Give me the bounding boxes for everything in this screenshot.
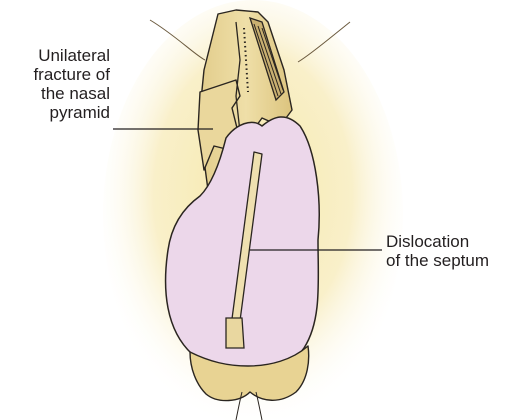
fracture-label: Unilateral fracture of the nasal pyramid bbox=[0, 46, 110, 122]
fracture-label-line-1: Unilateral bbox=[0, 46, 110, 65]
fracture-label-line-3: the nasal bbox=[0, 84, 110, 103]
fracture-label-line-2: fracture of bbox=[0, 65, 110, 84]
septum-label-line-1: Dislocation bbox=[386, 232, 518, 251]
fracture-label-line-4: pyramid bbox=[0, 103, 110, 122]
septum-base-block bbox=[226, 318, 244, 348]
septum-label-line-2: of the septum bbox=[386, 251, 518, 270]
septum-label: Dislocation of the septum bbox=[386, 232, 518, 270]
